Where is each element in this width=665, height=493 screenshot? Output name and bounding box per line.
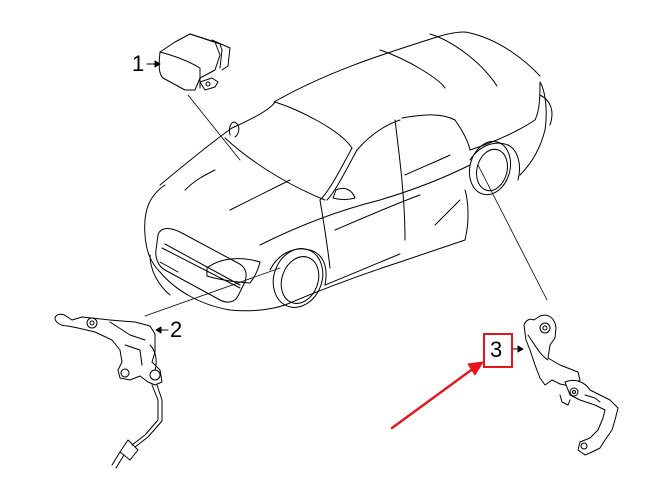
car-illustration	[144, 31, 553, 312]
callout-label-2[interactable]: 2	[170, 317, 183, 342]
part-2-front-level-sensor[interactable]	[54, 313, 163, 469]
leader-line-3	[477, 164, 548, 301]
callout-label-1[interactable]: 1	[132, 51, 145, 76]
arrowhead-3-icon	[517, 345, 524, 353]
part-3-rear-level-sensor[interactable]	[523, 314, 619, 456]
arrowhead-2-icon	[155, 326, 162, 334]
leader-line-2	[144, 267, 281, 317]
callout-label-3[interactable]: 3	[490, 337, 503, 362]
callout-3-highlight-box	[483, 333, 513, 368]
part-1-control-module[interactable]	[158, 33, 231, 91]
leader-line-1	[187, 94, 241, 161]
red-arrowhead-icon	[467, 361, 484, 376]
leader-lines	[144, 94, 548, 317]
red-pointer-arrow	[390, 361, 484, 430]
arrowhead-1-icon	[154, 60, 161, 68]
